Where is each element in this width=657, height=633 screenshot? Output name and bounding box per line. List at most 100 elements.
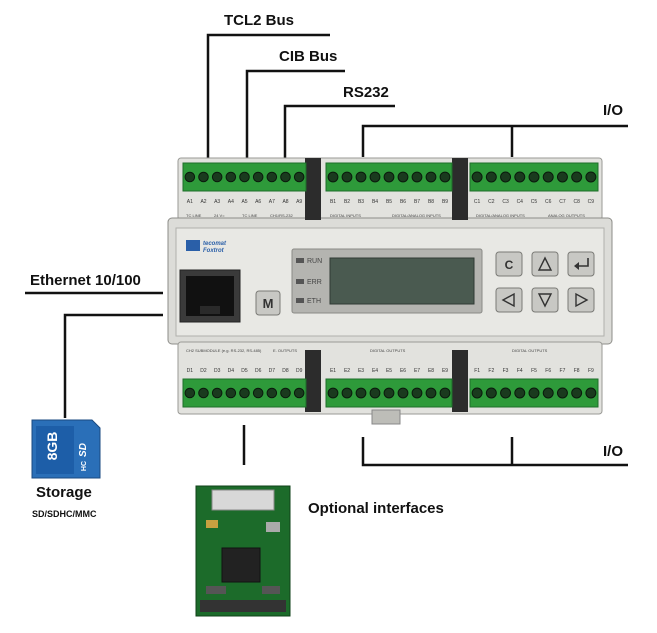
caption-tc-line-2: TC LINE [242,213,258,218]
enter-button[interactable] [567,251,595,277]
caption-digital-outputs-1: DIGITAL OUTPUTS [370,348,406,353]
top-terminal-screw [266,171,278,183]
bottom-terminal-screw [252,387,264,399]
ethernet-port[interactable] [179,269,241,323]
top-terminal-code: A3 [214,199,220,205]
label-io-bottom: I/O [603,443,624,460]
top-terminal-screw [528,171,540,183]
top-terminal-code: C9 [588,199,595,205]
top-terminal-screw [585,171,597,183]
enter-button-cap [567,251,595,277]
pcb-component-2 [266,522,280,532]
bottom-terminal-screw [327,387,339,399]
top-terminal-screw [252,171,264,183]
cancel-button[interactable]: C [495,251,523,277]
top-terminal-screw [293,171,305,183]
top-terminal-code: C5 [531,199,538,205]
bottom-terminal-code: E8 [428,368,434,374]
sd-card-brand: SD [78,443,89,457]
bottom-terminal-screw [341,387,353,399]
top-terminal-blocks [182,162,599,192]
bottom-terminal-code: E9 [442,368,448,374]
brand-line2: Foxtrot [203,248,225,254]
caption-ch2-submodule: CH2 SUBMODULE (e.g. RS-232, RS-485) [186,348,262,353]
bottom-terminal-code: D9 [296,368,303,374]
pcb-chip [221,547,261,583]
top-terminal-screw [411,171,423,183]
ethernet-port-latch [200,306,220,314]
bottom-terminal-screw [211,387,223,399]
menu-button[interactable]: M [255,290,281,316]
top-terminal-screw [397,171,409,183]
top-terminal-code: B9 [442,199,448,205]
top-terminal-screw [225,171,237,183]
cib-bus-line [245,69,345,163]
top-terminal-code: B7 [414,199,420,205]
bottom-terminal-code: D2 [200,368,207,374]
bottom-terminal-code: D1 [187,368,194,374]
bottom-terminal-code: D3 [214,368,221,374]
bottom-terminal-code: D5 [241,368,248,374]
navigation-buttons: C [495,251,595,313]
top-terminal-code: C2 [488,199,495,205]
top-terminal-screw [485,171,497,183]
enter-arrowhead-icon [574,262,579,270]
led-run-icon [296,258,304,263]
caption-24v: 24 V= [214,213,225,218]
left-arrow-icon [501,292,515,308]
bottom-terminal-screw [485,387,497,399]
optional-interface-module [195,485,291,617]
up-button-cap [531,251,559,277]
cancel-button-cap [495,251,523,277]
top-terminal-screw [514,171,526,183]
top-terminal-screw [327,171,339,183]
terminal-gap-3 [305,350,321,412]
top-terminal-screw [355,171,367,183]
label-cib-bus: CIB Bus [279,48,338,65]
down-button-cap [531,287,559,313]
enter-arrow-icon [575,258,589,267]
up-button[interactable] [531,251,559,277]
brand-line1: tecomat [203,241,227,247]
right-button[interactable] [567,287,595,313]
top-terminal-code: C7 [559,199,566,205]
top-terminal-code: C8 [573,199,580,205]
top-terminal-code: B8 [428,199,434,205]
top-terminal-screw [211,171,223,183]
label-io-top: I/O [603,102,624,119]
bottom-terminal-screw [411,387,423,399]
bottom-terminal-code: F6 [545,368,551,374]
down-button[interactable] [531,287,559,313]
brand-logo: tecomat Foxtrot [186,240,227,254]
menu-button-label: M [263,296,274,311]
top-terminal-screw [383,171,395,183]
bottom-terminal-screw [571,387,583,399]
top-terminal-screw [341,171,353,183]
bottom-terminal-code: F2 [488,368,494,374]
left-button[interactable] [495,287,523,313]
bottom-terminal-code: D6 [255,368,262,374]
pcb-pin-header-bottom [200,600,286,612]
label-storage: Storage [36,484,92,501]
terminal-gap-1 [305,158,321,220]
top-terminal-screw [556,171,568,183]
top-terminal-code: C6 [545,199,552,205]
label-optional-interfaces: Optional interfaces [308,500,444,517]
top-terminal-code: B2 [344,199,350,205]
top-terminal-screw [471,171,483,183]
top-terminal-screw [280,171,291,183]
pcb-component-4 [262,586,280,594]
sd-card: 8GB SD HC [31,419,101,479]
bottom-terminal-screw [280,387,291,399]
top-terminal-code: A8 [282,199,288,205]
bottom-terminal-code: E3 [358,368,364,374]
top-terminal-code: A5 [241,199,247,205]
bottom-terminal-screw [293,387,305,399]
din-clip [371,409,401,425]
sd-card-label-area [36,426,74,474]
top-terminal-code: B4 [372,199,378,205]
io-bottom-line [361,437,628,467]
